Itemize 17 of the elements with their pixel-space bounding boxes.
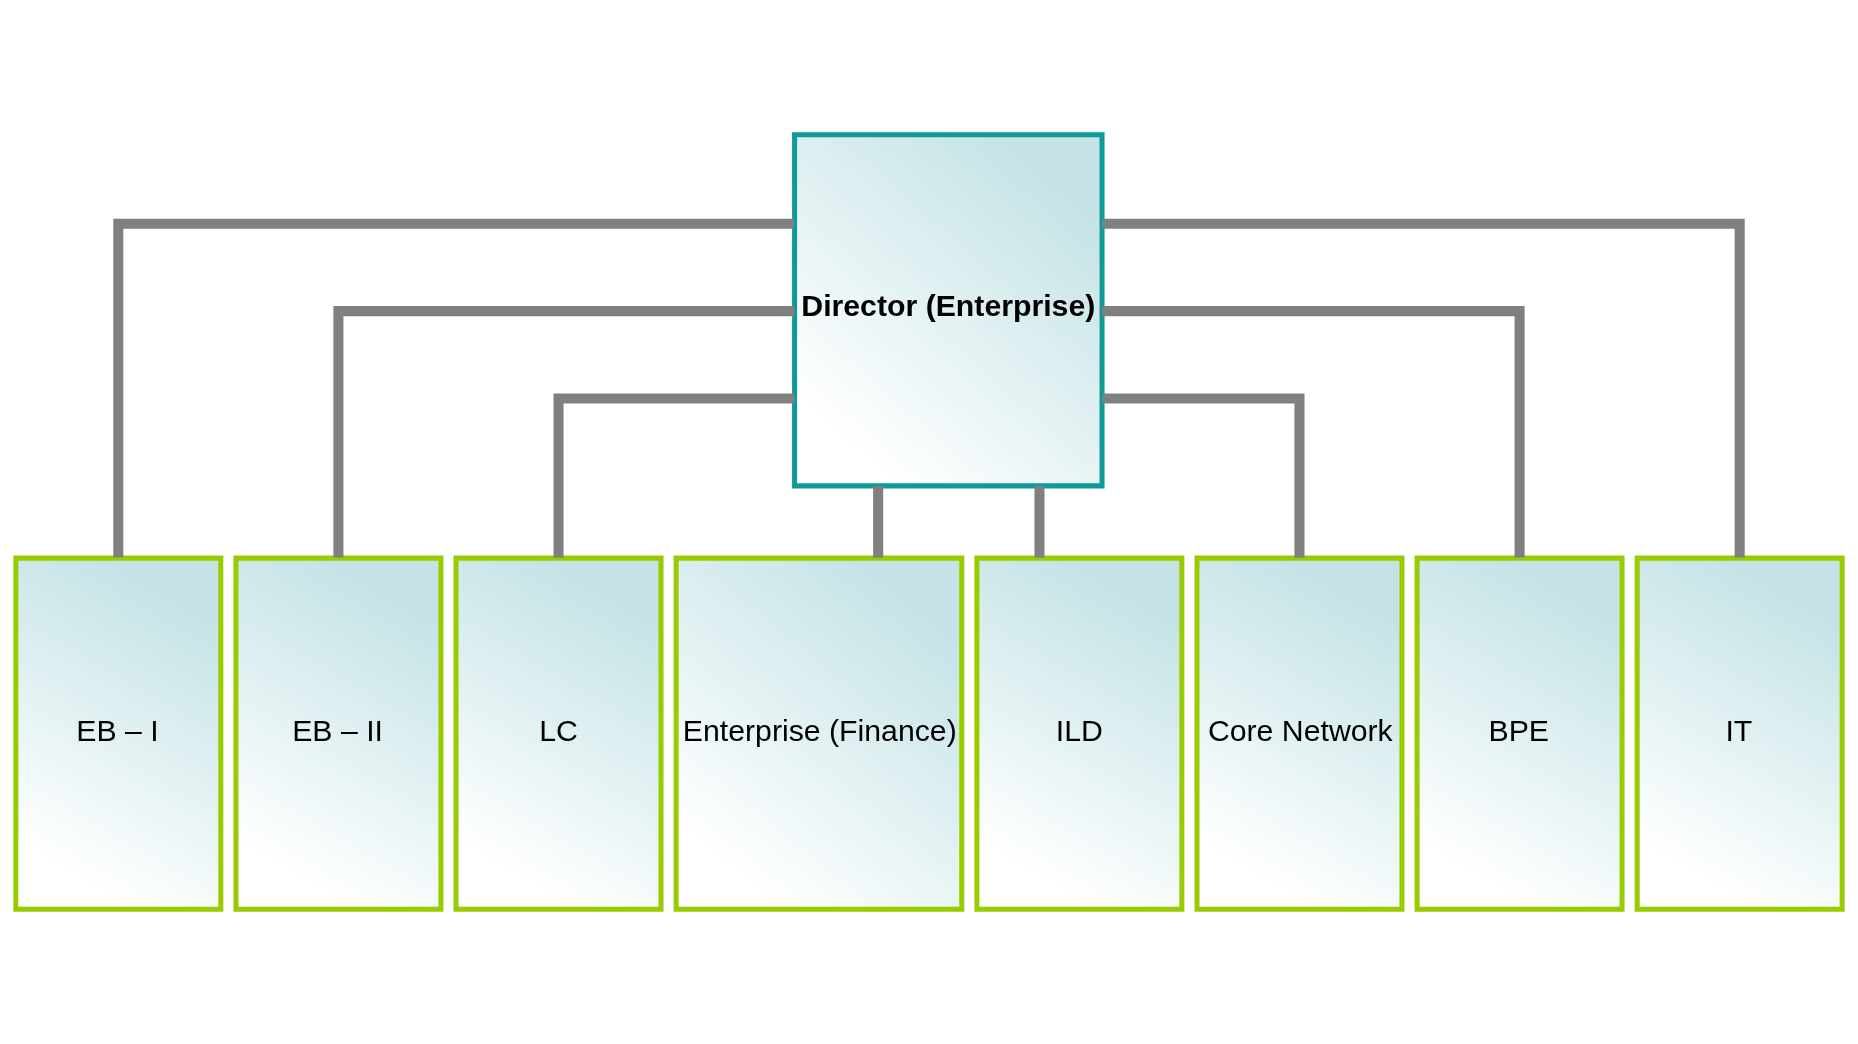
- connector: [553, 393, 795, 558]
- connector: [1034, 486, 1045, 558]
- connector: [113, 218, 795, 558]
- connector: [1102, 218, 1745, 558]
- node-box: ILD: [974, 555, 1185, 912]
- node-box: Core Network: [1194, 555, 1405, 912]
- node-box: IT: [1634, 555, 1845, 912]
- node-box: EB – II: [233, 555, 444, 912]
- node-box: BPE: [1414, 555, 1625, 912]
- node-box: Enterprise (Finance): [673, 555, 965, 912]
- connector: [1102, 393, 1305, 558]
- connector: [333, 306, 795, 558]
- connector: [873, 486, 884, 558]
- connector: [1102, 306, 1525, 558]
- node-box: Director (Enterprise): [792, 132, 1105, 489]
- node-box: EB – I: [13, 555, 224, 912]
- node-box: LC: [453, 555, 664, 912]
